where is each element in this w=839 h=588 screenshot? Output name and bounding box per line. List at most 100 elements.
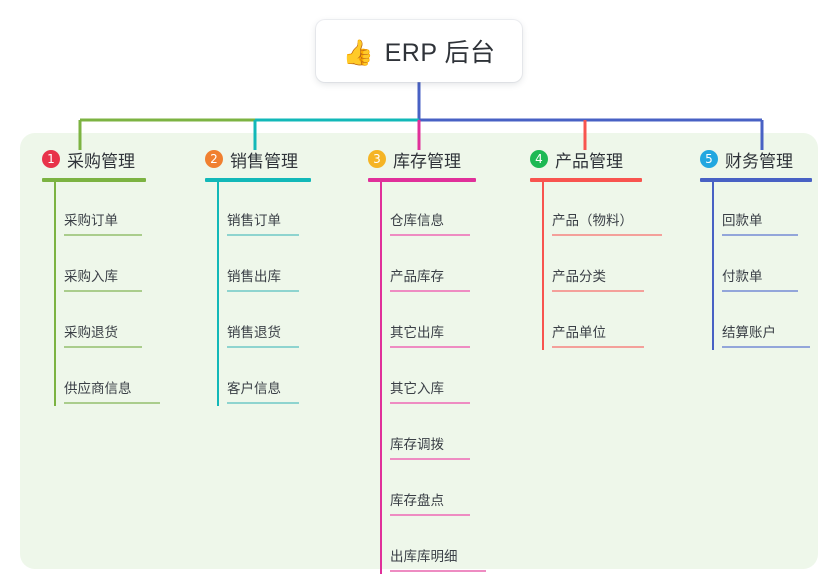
leaf-underline bbox=[390, 570, 486, 572]
branch-title: 财务管理 bbox=[725, 151, 793, 171]
branch-leaf-item[interactable]: 回款单 bbox=[700, 182, 812, 238]
branch-title: 采购管理 bbox=[67, 151, 135, 171]
branch-header-underline bbox=[42, 178, 146, 182]
branch-leaf-item[interactable]: 付款单 bbox=[700, 238, 812, 294]
branch-spine bbox=[542, 182, 544, 350]
leaf-underline bbox=[64, 346, 142, 348]
leaf-underline bbox=[390, 290, 470, 292]
leaf-underline bbox=[390, 346, 470, 348]
branch-column-2: 2 销售管理销售订单销售出库销售退货客户信息 bbox=[205, 146, 311, 406]
leaf-label: 仓库信息 bbox=[390, 213, 444, 228]
branch-leaf-item[interactable]: 产品（物料） bbox=[530, 182, 662, 238]
leaf-underline bbox=[227, 234, 299, 236]
branch-leaf-item[interactable]: 销售出库 bbox=[205, 238, 311, 294]
leaf-label: 产品分类 bbox=[552, 269, 606, 284]
branch-leaf-item[interactable]: 销售订单 bbox=[205, 182, 311, 238]
leaf-underline bbox=[390, 402, 470, 404]
leaf-underline bbox=[64, 290, 142, 292]
leaf-label: 产品单位 bbox=[552, 325, 606, 340]
branch-header-1[interactable]: 1 采购管理 bbox=[42, 146, 146, 172]
branch-leaf-item[interactable]: 其它入库 bbox=[368, 350, 476, 406]
leaf-label: 采购订单 bbox=[64, 213, 118, 228]
branch-leaf-item[interactable]: 采购入库 bbox=[42, 238, 146, 294]
leaf-label: 库存调拨 bbox=[390, 437, 444, 452]
branch-leaf-item[interactable]: 库存调拨 bbox=[368, 406, 476, 462]
branch-column-5: 5 财务管理回款单付款单结算账户 bbox=[700, 146, 812, 350]
branch-header-underline bbox=[368, 178, 476, 182]
branch-leaf-item[interactable]: 销售退货 bbox=[205, 294, 311, 350]
branch-column-4: 4 产品管理产品（物料） 产品分类产品单位 bbox=[530, 146, 662, 350]
leaf-label: 出库库明细 bbox=[390, 549, 458, 564]
branch-title: 销售管理 bbox=[230, 151, 298, 171]
branch-item-list: 产品（物料） 产品分类产品单位 bbox=[530, 182, 662, 350]
leaf-label: 其它入库 bbox=[390, 381, 444, 396]
branch-item-list: 销售订单销售出库销售退货客户信息 bbox=[205, 182, 311, 406]
branch-number-badge: 3 bbox=[368, 150, 386, 168]
leaf-underline bbox=[390, 234, 470, 236]
branch-leaf-item[interactable]: 产品库存 bbox=[368, 238, 476, 294]
branch-number-badge: 5 bbox=[700, 150, 718, 168]
leaf-label: 结算账户 bbox=[722, 325, 776, 340]
branch-leaf-item[interactable]: 客户信息 bbox=[205, 350, 311, 406]
leaf-underline bbox=[227, 346, 299, 348]
leaf-label: 库存盘点 bbox=[390, 493, 444, 508]
branch-column-3: 3 库存管理仓库信息产品库存其它出库其它入库库存调拨库存盘点出库库明细 bbox=[368, 146, 486, 574]
branch-leaf-item[interactable]: 库存盘点 bbox=[368, 462, 476, 518]
leaf-underline bbox=[722, 234, 798, 236]
branch-header-underline bbox=[205, 178, 311, 182]
branch-item-list: 仓库信息产品库存其它出库其它入库库存调拨库存盘点出库库明细 bbox=[368, 182, 486, 574]
leaf-underline bbox=[227, 290, 299, 292]
branches-panel bbox=[20, 133, 818, 569]
leaf-underline bbox=[722, 290, 798, 292]
branch-title: 库存管理 bbox=[393, 151, 461, 171]
leaf-label: 产品（物料） bbox=[552, 213, 633, 228]
branch-header-4[interactable]: 4 产品管理 bbox=[530, 146, 642, 172]
leaf-underline bbox=[64, 234, 142, 236]
leaf-label: 销售出库 bbox=[227, 269, 281, 284]
leaf-underline bbox=[552, 290, 644, 292]
branch-leaf-item[interactable]: 产品单位 bbox=[530, 294, 644, 350]
branch-spine bbox=[217, 182, 219, 406]
branch-header-5[interactable]: 5 财务管理 bbox=[700, 146, 812, 172]
branch-spine bbox=[380, 182, 382, 574]
leaf-label: 采购入库 bbox=[64, 269, 118, 284]
branch-spine bbox=[712, 182, 714, 350]
branch-leaf-item[interactable]: 仓库信息 bbox=[368, 182, 476, 238]
leaf-underline bbox=[390, 514, 470, 516]
leaf-underline bbox=[390, 458, 470, 460]
branch-item-list: 采购订单采购入库采购退货供应商信息 bbox=[42, 182, 160, 406]
branch-spine bbox=[54, 182, 56, 406]
branch-leaf-item[interactable]: 供应商信息 bbox=[42, 350, 160, 406]
branch-title: 产品管理 bbox=[555, 151, 623, 171]
branch-header-underline bbox=[530, 178, 642, 182]
branch-header-2[interactable]: 2 销售管理 bbox=[205, 146, 311, 172]
leaf-label: 客户信息 bbox=[227, 381, 281, 396]
branch-leaf-item[interactable]: 产品分类 bbox=[530, 238, 644, 294]
branch-leaf-item[interactable]: 出库库明细 bbox=[368, 518, 486, 574]
branch-header-3[interactable]: 3 库存管理 bbox=[368, 146, 476, 172]
root-title: ERP 后台 bbox=[384, 39, 496, 67]
leaf-underline bbox=[227, 402, 299, 404]
branch-number-badge: 2 bbox=[205, 150, 223, 168]
branch-number-badge: 4 bbox=[530, 150, 548, 168]
leaf-label: 付款单 bbox=[722, 269, 763, 284]
branch-leaf-item[interactable]: 其它出库 bbox=[368, 294, 476, 350]
leaf-label: 供应商信息 bbox=[64, 381, 132, 396]
branch-leaf-item[interactable]: 采购订单 bbox=[42, 182, 146, 238]
leaf-label: 产品库存 bbox=[390, 269, 444, 284]
leaf-label: 销售退货 bbox=[227, 325, 281, 340]
branch-header-underline bbox=[700, 178, 812, 182]
branch-leaf-item[interactable]: 采购退货 bbox=[42, 294, 146, 350]
leaf-underline bbox=[552, 234, 662, 236]
leaf-underline bbox=[722, 346, 810, 348]
branch-column-1: 1 采购管理采购订单采购入库采购退货供应商信息 bbox=[42, 146, 160, 406]
thumbs-up-icon: 👍 bbox=[342, 37, 374, 67]
branch-leaf-item[interactable]: 结算账户 bbox=[700, 294, 812, 350]
leaf-label: 其它出库 bbox=[390, 325, 444, 340]
leaf-label: 采购退货 bbox=[64, 325, 118, 340]
branch-item-list: 回款单付款单结算账户 bbox=[700, 182, 812, 350]
branch-number-badge: 1 bbox=[42, 150, 60, 168]
leaf-underline bbox=[64, 402, 160, 404]
root-node[interactable]: 👍 ERP 后台 bbox=[316, 20, 522, 82]
